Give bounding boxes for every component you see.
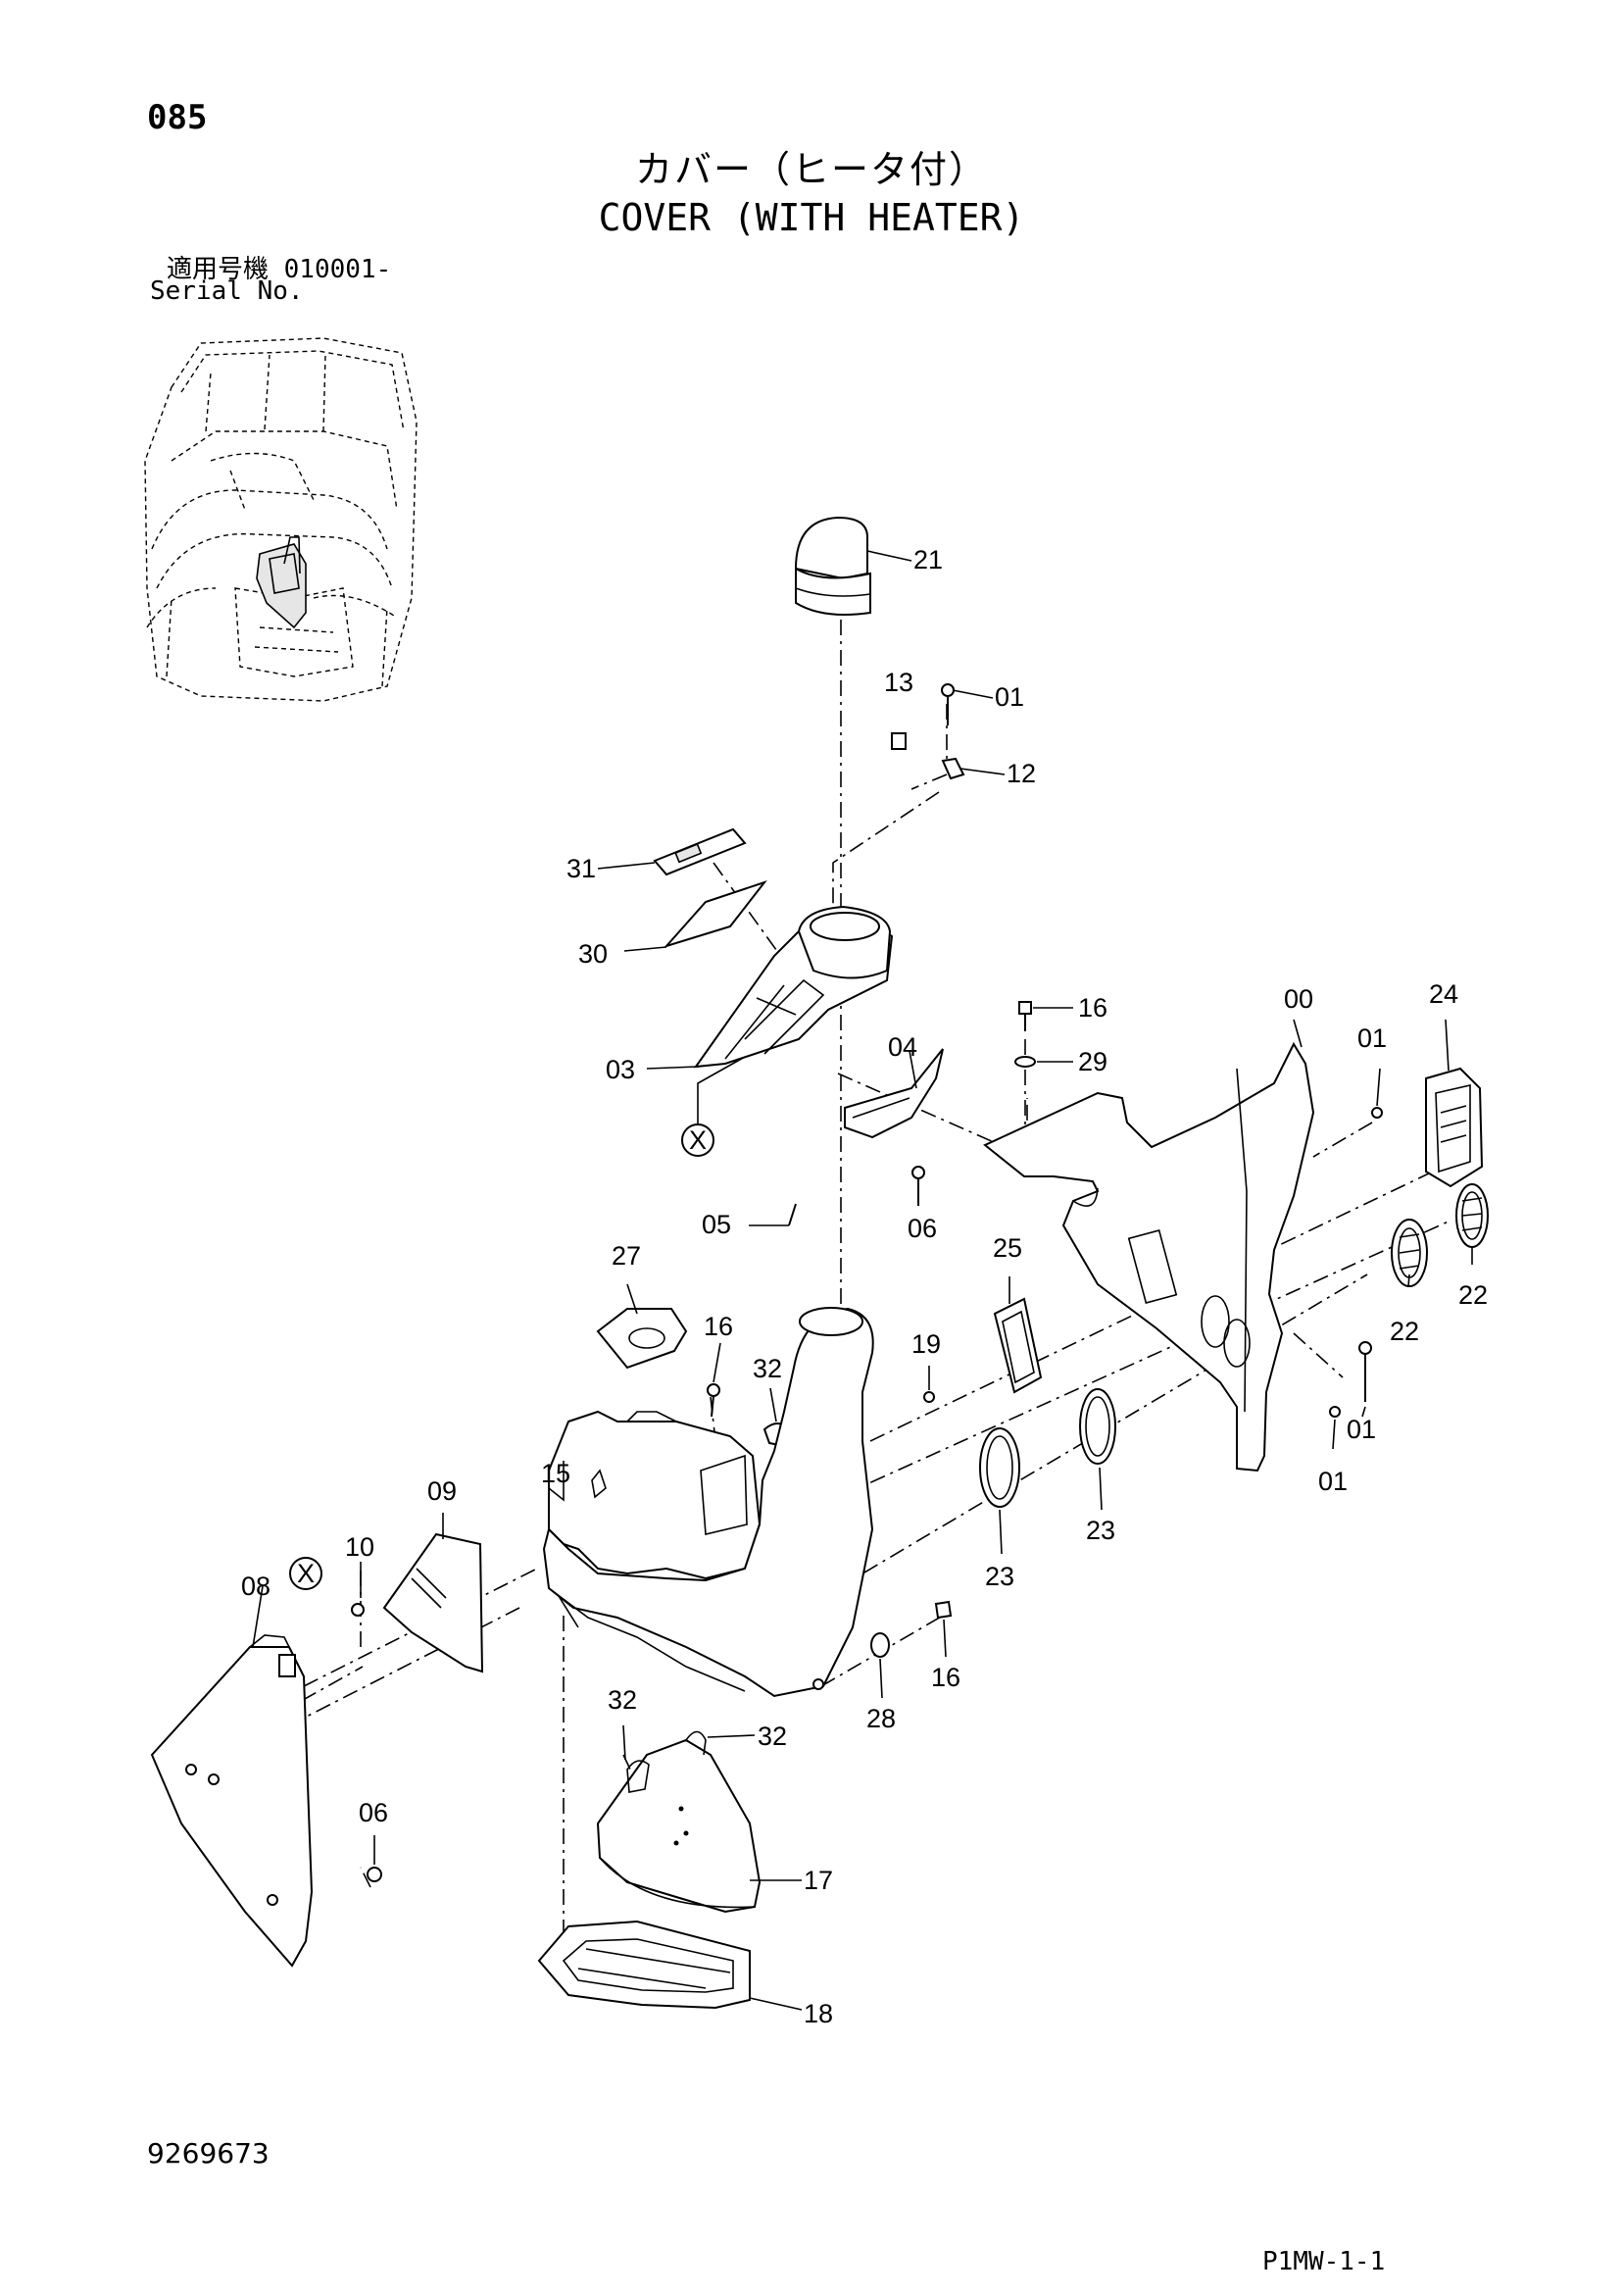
callout-04: 04 (888, 1032, 917, 1062)
callout-01-upper-right: 01 (1357, 1023, 1387, 1053)
title-english: COVER (WITH HEATER) (598, 196, 1025, 239)
callout-32-right: 32 (758, 1722, 787, 1751)
callout-27: 27 (612, 1241, 641, 1271)
callout-06: 06 (908, 1214, 937, 1243)
callout-leaders (252, 550, 1473, 2011)
part-22-round-grilles (1391, 1183, 1489, 1287)
callout-12: 12 (1007, 759, 1036, 788)
part-09-bracket (382, 1532, 484, 1673)
callout-x: X (689, 1125, 707, 1155)
callout-05: 05 (702, 1210, 731, 1239)
callout-01: 01 (995, 682, 1024, 712)
callout-01-right: 01 (1347, 1415, 1376, 1444)
machine-locator-illustration (144, 337, 418, 702)
callout-30: 30 (578, 939, 608, 969)
callout-08: 08 (241, 1572, 270, 1601)
callout-19: 19 (911, 1329, 941, 1359)
callout-25: 25 (993, 1233, 1022, 1263)
callout-17: 17 (804, 1866, 833, 1895)
reference-circle-x-lower (289, 1557, 322, 1590)
part-23-rings (979, 1388, 1116, 1508)
callout-22-left: 22 (1390, 1317, 1419, 1346)
callout-28: 28 (866, 1704, 896, 1733)
part-24-vent (1425, 1067, 1484, 1188)
part-10-bolt (351, 1603, 365, 1617)
title-japanese: カバー（ヒータ付） (634, 148, 988, 191)
callout-24: 24 (1429, 979, 1458, 1009)
callout-16-lower: 16 (931, 1663, 960, 1692)
callout-16-mid: 16 (704, 1312, 733, 1341)
part-04-bracket (844, 1048, 944, 1139)
callout-13: 13 (884, 668, 913, 697)
page-number: 085 (147, 98, 208, 137)
part-15-heater-body (542, 1307, 874, 1698)
part-27-pad (596, 1308, 688, 1370)
part-05-06-screws (788, 1166, 925, 1226)
part-17-filter-case (596, 1730, 762, 1914)
part-18-filter-tray (537, 1920, 751, 2010)
callout-00: 00 (1284, 984, 1313, 1014)
callout-10: 10 (345, 1532, 374, 1562)
callout-22-right: 22 (1458, 1280, 1488, 1310)
callout-15: 15 (541, 1459, 570, 1488)
callout-23-right: 23 (1086, 1516, 1115, 1545)
part-number-labels: 21 13 01 12 31 30 03 04 X 05 06 16 29 00… (241, 545, 1488, 2028)
part-01-screws (1329, 1107, 1383, 1418)
callout-16: 16 (1078, 993, 1107, 1023)
serial-no-label: Serial No. (150, 276, 304, 306)
part-16-29-bolt-washer (1014, 1001, 1036, 1068)
callout-01-lower-right: 01 (1318, 1467, 1348, 1496)
page-code: P1MW-1-1 (1262, 2247, 1386, 2276)
part-21-duct-cap (794, 516, 871, 616)
callout-31: 31 (566, 854, 596, 883)
part-13-01-12-hardware (891, 683, 965, 780)
part-08-side-plate (150, 1634, 314, 1968)
callout-29: 29 (1078, 1047, 1107, 1076)
part-16-28-bolt-washer (870, 1600, 953, 1658)
reference-circle-x-upper (681, 1123, 714, 1157)
callout-09: 09 (427, 1476, 457, 1506)
part-06-screw (367, 1867, 382, 1882)
callout-32-left: 32 (608, 1685, 637, 1715)
callout-x-lower: X (297, 1559, 315, 1588)
part-30-sheet (663, 880, 767, 949)
serial-range-label: 適用号機 010001- (167, 255, 392, 284)
part-25-gasket (993, 1297, 1043, 1394)
callout-06-lower: 06 (359, 1798, 388, 1827)
part-00-cover-panel (983, 1041, 1315, 1472)
callout-18: 18 (804, 1999, 833, 2028)
callout-23-left: 23 (985, 1562, 1014, 1591)
callout-03: 03 (606, 1055, 635, 1084)
callout-32-upper: 32 (753, 1354, 782, 1383)
document-number: 9269673 (147, 2137, 270, 2170)
part-03-duct (693, 905, 894, 1069)
part-31-plate (653, 827, 747, 876)
callout-21: 21 (913, 545, 943, 574)
